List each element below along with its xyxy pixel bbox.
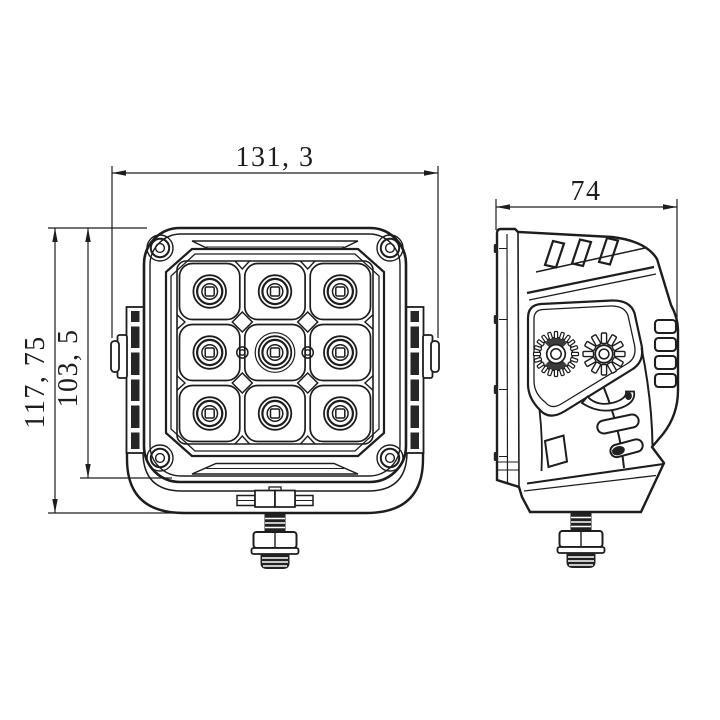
dimension-annotations: 131, 3 117, 75 103, 5 74 <box>20 142 678 514</box>
mounting-bolt-side <box>556 512 606 569</box>
mounting-bracket-front <box>125 440 425 515</box>
knurled-knob-icon <box>532 330 580 378</box>
front-view <box>110 226 440 570</box>
center-led-ring <box>254 332 296 373</box>
bottom-chamfer-band <box>191 462 359 475</box>
housing-inner-line <box>149 233 401 477</box>
dim-label-side-depth: 74 <box>571 176 602 207</box>
edge-notches <box>176 260 374 445</box>
bracket-arm-left <box>110 306 146 454</box>
heat-louver-icon <box>653 318 678 335</box>
heat-louver-icon <box>653 354 678 371</box>
bracket-arm-right <box>404 306 440 454</box>
heat-louver-icon <box>653 372 678 389</box>
dim-label-front-height-overall: 117, 75 <box>20 335 51 428</box>
bezel-frame <box>164 247 386 458</box>
foot-plate <box>523 463 664 492</box>
sun-gear-knob-icon <box>582 332 626 376</box>
side-view <box>493 227 680 569</box>
lens-glass <box>176 260 374 445</box>
heat-louver-icon <box>653 336 678 353</box>
dim-label-front-width: 131, 3 <box>236 142 315 173</box>
dim-side-depth: 74 <box>495 176 678 318</box>
side-bracket-plate <box>526 299 644 417</box>
lens-screw-hole <box>235 346 315 359</box>
dim-label-front-height-body: 103, 5 <box>53 329 84 408</box>
bracket-slots <box>543 390 644 469</box>
mounting-bolt-front <box>250 513 300 570</box>
bolt-seat-front <box>236 486 314 508</box>
hood-creases <box>526 247 657 301</box>
side-lens-slab <box>493 231 520 488</box>
dim-front-heights: 117, 75 103, 5 <box>20 227 178 514</box>
dim-front-width: 131, 3 <box>111 142 439 338</box>
